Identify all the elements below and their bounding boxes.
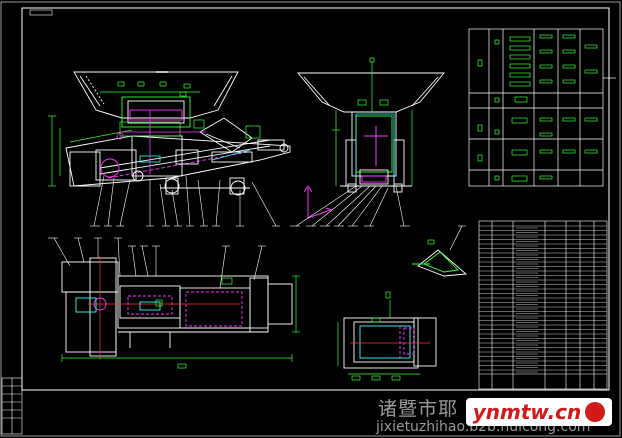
watermark-chinese-text: 诸暨市耶 [378, 398, 459, 420]
left-margin-block [1, 377, 23, 435]
logo-mark-icon [585, 402, 606, 422]
side-elevation-view [290, 57, 445, 227]
sheet-frame [21, 7, 610, 391]
small-detail-view [412, 225, 468, 277]
corner-tag [29, 9, 53, 16]
front-elevation-view [48, 71, 291, 227]
detail-section-view [337, 291, 437, 381]
parts-list-rows [479, 225, 607, 373]
watermark-logo: ynmtw.cn [466, 398, 612, 426]
parts-list-table [478, 220, 608, 390]
watermark-logo-text: ynmtw.cn [472, 400, 582, 424]
plan-view [48, 237, 300, 369]
title-block-table [468, 28, 616, 187]
